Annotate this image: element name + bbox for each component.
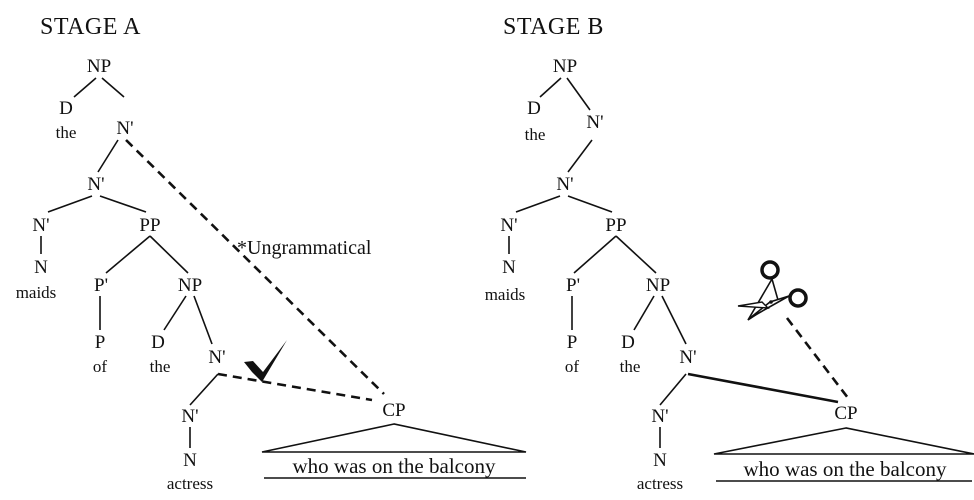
word-maids: maids: [485, 285, 526, 304]
node-nbar-low: N': [679, 347, 696, 368]
edge-nbar2-nbar3: [515, 195, 561, 213]
edge-pp-np: [615, 235, 657, 274]
word-actress: actress: [637, 474, 683, 493]
node-pbar: P': [94, 275, 108, 296]
edge-pp-pbar: [105, 235, 151, 274]
stage-b-cp-triangle: [713, 427, 974, 455]
word-the-low: the: [150, 357, 171, 376]
edge-np-nbar-low: [193, 295, 213, 345]
edge-nbar-low-nbar-actress: [189, 373, 219, 406]
edge-np-d: [73, 77, 97, 98]
word-of: of: [565, 357, 580, 376]
node-nbar-actress: N': [181, 406, 198, 427]
word-the-top: the: [525, 125, 546, 144]
edge-pp-pbar: [573, 235, 617, 274]
edge-nbar1-nbar2: [567, 139, 593, 173]
stage-a: STAGE A NP D the N' N' N': [16, 14, 527, 493]
node-np-low: NP: [178, 275, 202, 296]
node-n-maids: N: [502, 257, 516, 278]
word-of: of: [93, 357, 108, 376]
edge-np-d-low: [163, 295, 187, 331]
reattached-cp-line: [687, 372, 839, 404]
node-pbar: P': [566, 275, 580, 296]
edge-nbar2-pp: [99, 195, 147, 213]
grammatical-attachment-line: [217, 372, 373, 402]
edge-nbar1-nbar2: [97, 139, 119, 173]
stage-b-title: STAGE B: [503, 14, 604, 40]
edge-np-d-low: [633, 295, 655, 331]
stage-a-edges: [40, 77, 219, 448]
node-d-top: D: [59, 98, 73, 119]
word-actress: actress: [167, 474, 213, 493]
node-n-maids: N: [34, 257, 48, 278]
edge-np-nbar1: [566, 77, 591, 111]
node-nbar-2: N': [556, 174, 573, 195]
edge-pp-np: [149, 235, 189, 274]
stage-a-cp-triangle: [261, 423, 527, 453]
node-nbar-3: N': [500, 215, 517, 236]
node-n-actress: N: [653, 450, 667, 471]
node-cp: CP: [834, 403, 857, 424]
node-cp: CP: [382, 400, 405, 421]
edge-np-nbar-low: [661, 295, 687, 345]
edge-np-nbar1: [101, 77, 125, 98]
edge-nbar2-nbar3: [47, 195, 93, 213]
stage-a-phrase: who was on the balcony: [293, 454, 496, 478]
node-p: P: [567, 332, 578, 353]
stage-b: STAGE B NP D the N' N' N' PP N: [485, 14, 974, 493]
node-d-top: D: [527, 98, 541, 119]
edge-nbar2-pp: [567, 195, 613, 213]
node-np-top: NP: [553, 56, 577, 77]
node-nbar-1: N': [116, 118, 133, 139]
node-np-low: NP: [646, 275, 670, 296]
edge-nbar-low-nbar-actress: [659, 373, 687, 406]
node-d-low: D: [151, 332, 165, 353]
word-maids: maids: [16, 283, 57, 302]
cut-attachment-line: [785, 317, 850, 399]
stage-a-title: STAGE A: [40, 14, 141, 40]
stage-b-edges: [508, 77, 687, 448]
word-the-low: the: [620, 357, 641, 376]
node-pp: PP: [139, 215, 160, 236]
node-nbar-1: N': [586, 112, 603, 133]
stage-b-nodes: NP D the N' N' N' PP N maids P' NP P of …: [485, 56, 858, 493]
checkmark-icon: [244, 340, 287, 382]
stage-b-phrase: who was on the balcony: [744, 457, 947, 481]
stage-a-nodes: NP D the N' N' N' PP N maids P' NP P of …: [16, 56, 406, 493]
node-np-top: NP: [87, 56, 111, 77]
node-d-low: D: [621, 332, 635, 353]
node-nbar-3: N': [32, 215, 49, 236]
node-nbar-2: N': [87, 174, 104, 195]
word-the-top: the: [56, 123, 77, 142]
scissors-icon: [737, 260, 808, 321]
node-p: P: [95, 332, 106, 353]
node-n-actress: N: [183, 450, 197, 471]
ungrammatical-note: *Ungrammatical: [237, 237, 372, 259]
ungrammatical-attachment-line: [125, 139, 385, 395]
edge-np-d: [539, 77, 562, 98]
node-nbar-actress: N': [651, 406, 668, 427]
node-pp: PP: [605, 215, 626, 236]
node-nbar-low: N': [208, 347, 225, 368]
